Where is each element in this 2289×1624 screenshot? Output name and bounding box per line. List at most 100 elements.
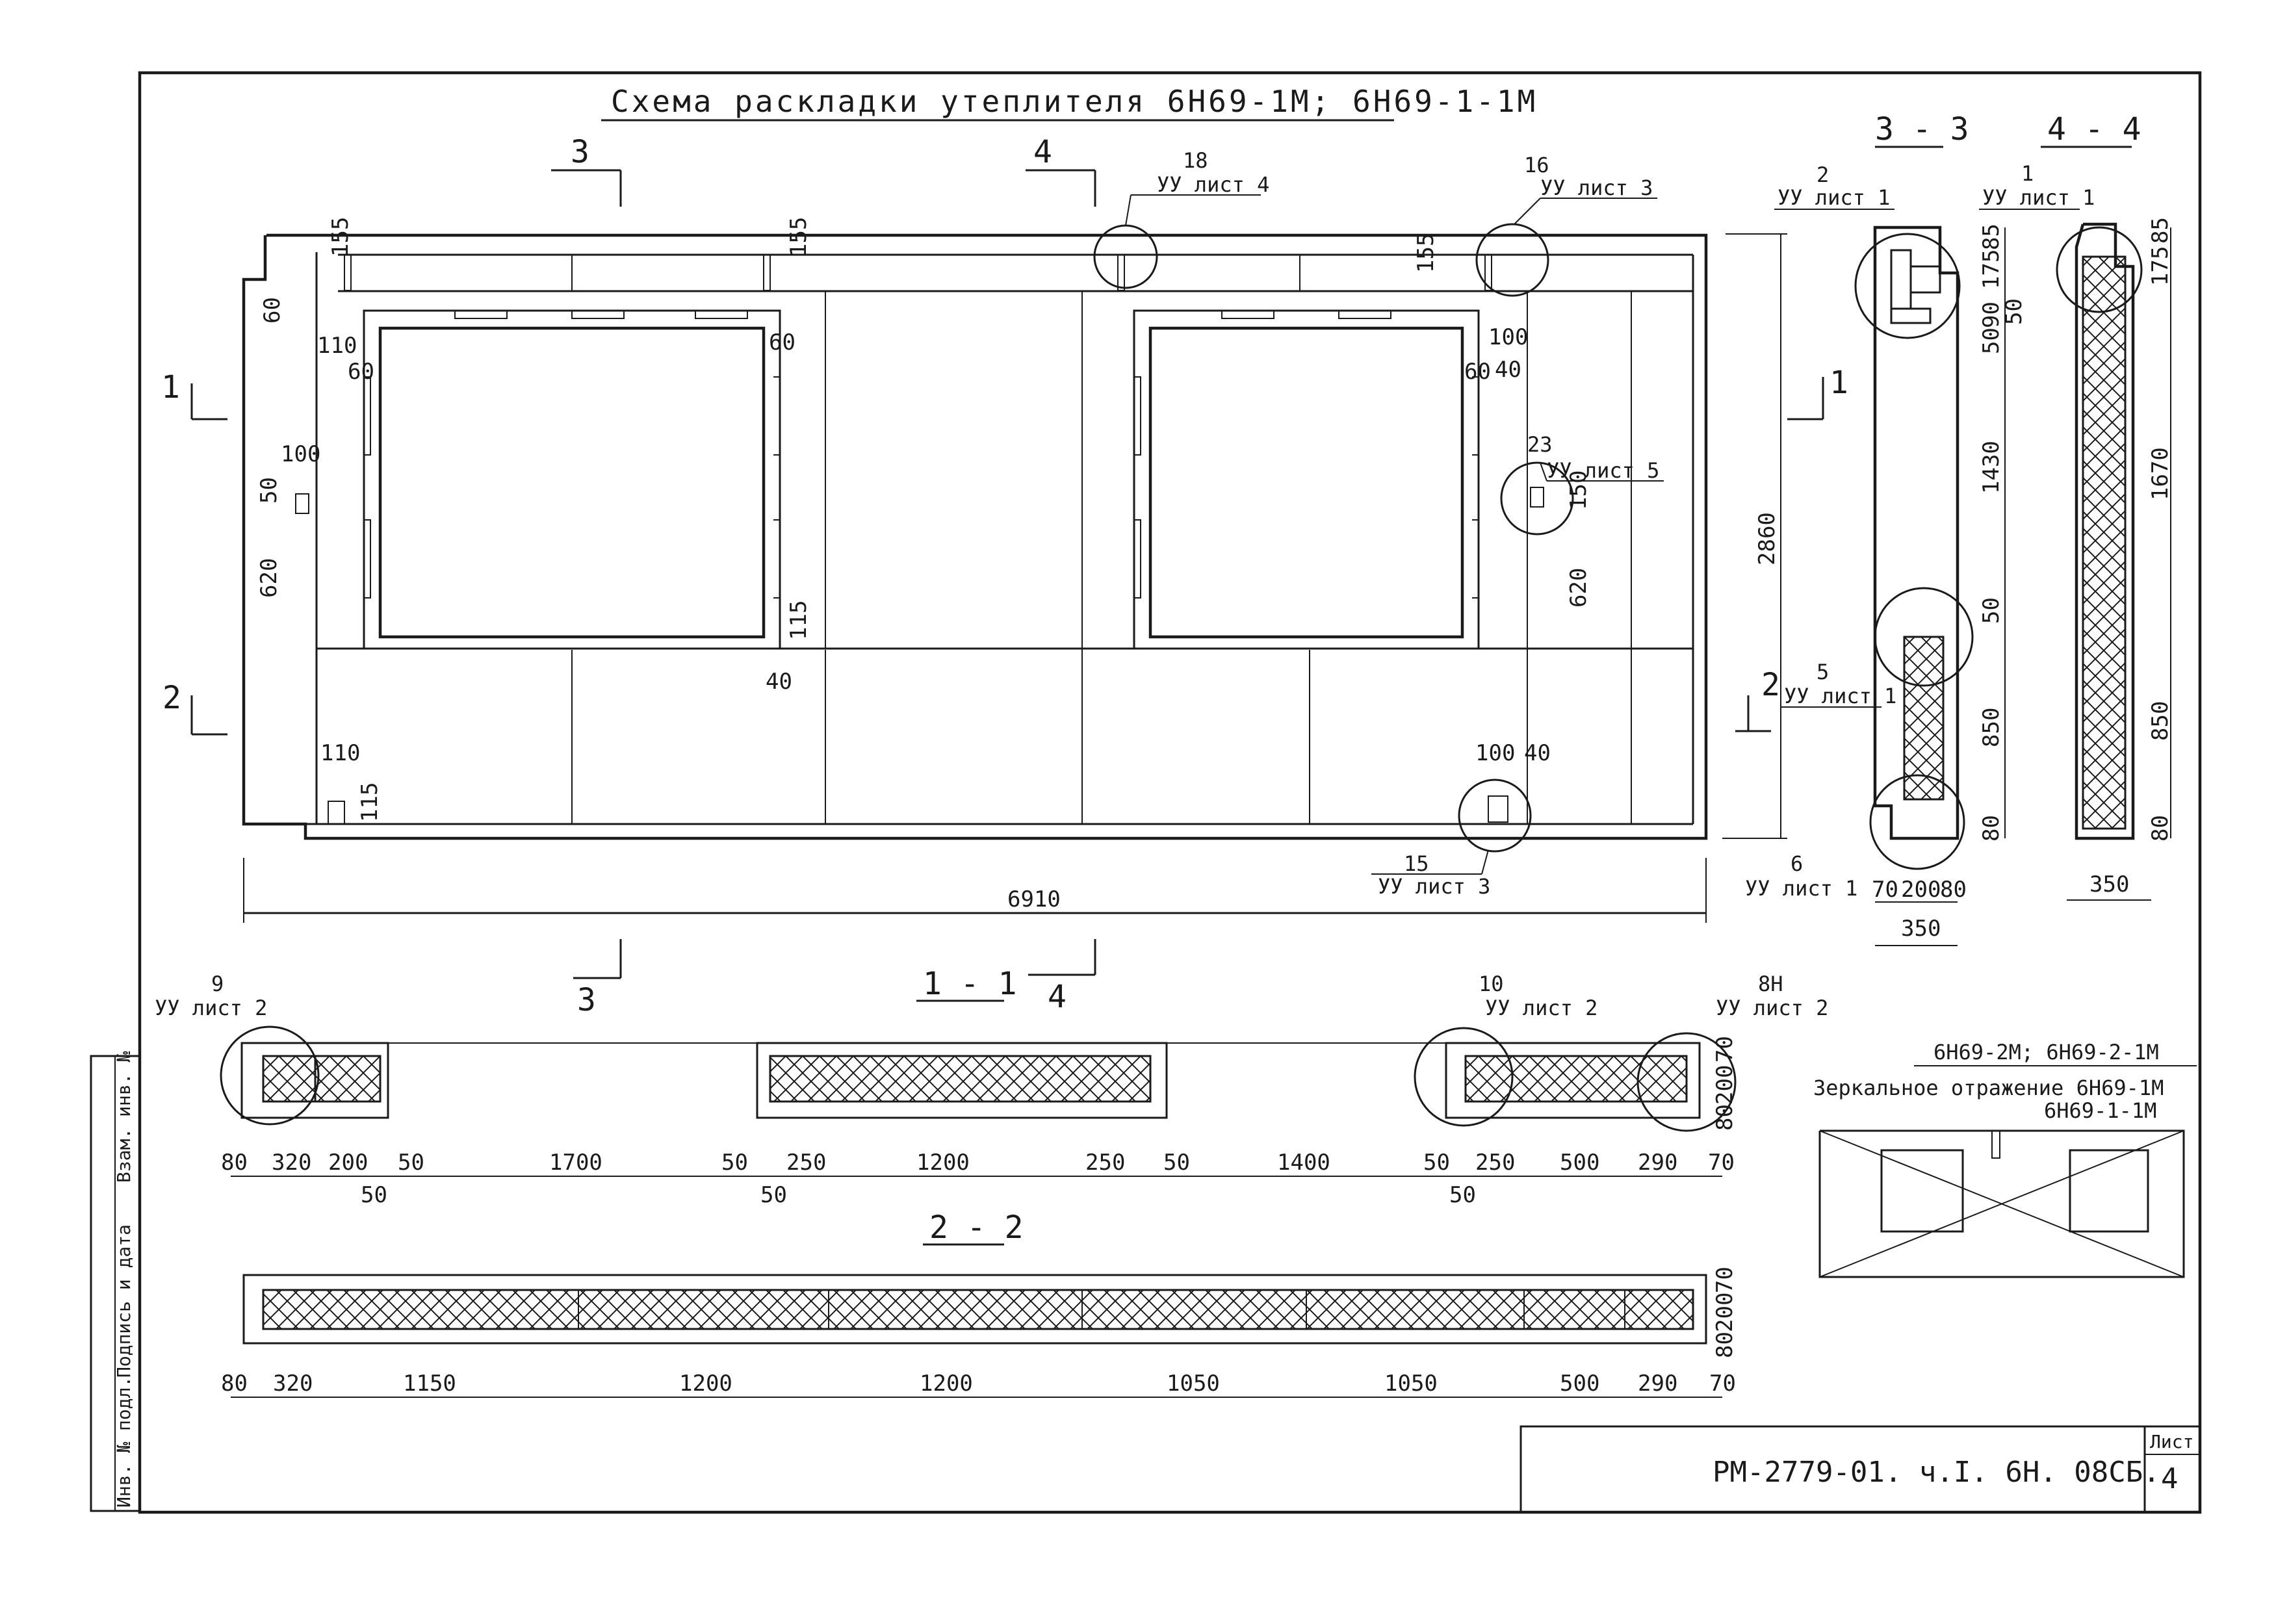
- node-6-num: 6: [1791, 851, 1803, 876]
- s22-d0: 80: [221, 1371, 248, 1397]
- dim-60d: 60: [1464, 359, 1491, 385]
- s33-w200: 200: [1901, 877, 1941, 903]
- s44-850: 850: [2147, 701, 2173, 741]
- cut-2-right: 2: [1761, 667, 1780, 703]
- plan-dimensions: 6910 155 155 155 60 110 60 60 60 100 40 …: [243, 217, 1707, 923]
- s22-d1: 320: [273, 1371, 313, 1397]
- s33-175: 175: [1978, 250, 2004, 289]
- section-3-3: 3 - 3 2860 85 175 90 50 50 1430 50 850 8…: [1722, 111, 2027, 946]
- cut-1-right: 1: [1830, 365, 1848, 401]
- cut-3-top: 3: [571, 134, 589, 170]
- dim-100c: 100: [1475, 740, 1515, 766]
- s22-d4: 1200: [920, 1371, 973, 1397]
- node-10-ref: УУ лист 2: [1485, 996, 1597, 1020]
- cut-4-bottom: 4: [1048, 979, 1067, 1015]
- dim-115b: 115: [357, 782, 383, 822]
- cut-1-left: 1: [161, 369, 180, 406]
- s11-d5: 50: [721, 1150, 748, 1176]
- section-2-2: 2 - 2 80 320 1150 1200 1200 1050 1050 50…: [221, 1209, 1738, 1398]
- s11-d14: 290: [1638, 1150, 1677, 1176]
- dim-155a: 155: [328, 217, 354, 257]
- s22-v80: 80: [1712, 1332, 1738, 1358]
- plan-view: [242, 223, 1708, 853]
- cut-3-bottom: 3: [577, 982, 596, 1018]
- node-23-num: 23: [1527, 432, 1553, 457]
- mirror-line2: Зеркальное отражение 6Н69-1М: [1813, 1076, 2164, 1100]
- section-3-3-label: 3 - 3: [1875, 111, 1969, 148]
- stamp-repl: Взам. инв. №: [113, 1051, 135, 1183]
- mirror-line3: 6Н69-1-1М: [2044, 1098, 2156, 1123]
- dim-150: 150: [1566, 470, 1592, 510]
- dim-110b: 110: [320, 740, 360, 766]
- node-2-num: 2: [1817, 162, 1829, 187]
- s11-d12: 250: [1475, 1150, 1515, 1176]
- cut-2-left: 2: [162, 680, 181, 716]
- s11-d11: 50: [1423, 1150, 1450, 1176]
- dim-60b: 60: [348, 359, 374, 385]
- s44-85: 85: [2147, 217, 2173, 244]
- section-cut-markers: 3 4 3 4 1 2 1 2: [161, 134, 1848, 1018]
- s22-d5: 1050: [1167, 1371, 1220, 1397]
- node-8n-num: 8Н: [1758, 972, 1783, 996]
- stamp-inv: Инв. № подл.: [113, 1376, 135, 1508]
- s11-v70: 70: [1712, 1036, 1738, 1063]
- s33-90: 90: [1978, 302, 2004, 328]
- node-6-ref: УУ лист 1: [1745, 876, 1857, 901]
- dim-620a: 620: [256, 558, 282, 598]
- node-5-ref: УУ лист 1: [1784, 684, 1896, 708]
- drawing-title: Схема раскладки утеплителя 6Н69-1М; 6Н69…: [611, 84, 1538, 119]
- s33-50a: 50: [2001, 298, 2027, 325]
- mirror-line1: 6Н69-2М; 6Н69-2-1М: [1933, 1040, 2159, 1064]
- s11-d1: 320: [272, 1150, 311, 1176]
- s11-d10: 1400: [1277, 1150, 1330, 1176]
- node-23-ref: УУ лист 5: [1547, 458, 1659, 483]
- node-18-ref: УУ лист 4: [1157, 172, 1269, 197]
- dim-155b: 155: [786, 217, 812, 257]
- dim-overall: 6910: [1007, 886, 1061, 912]
- s11-d0: 80: [221, 1150, 248, 1176]
- s22-v200: 200: [1712, 1293, 1738, 1332]
- sheet-label: Лист: [2150, 1431, 2193, 1452]
- mirror-scheme: 6Н69-2М; 6Н69-2-1М Зеркальное отражение …: [1813, 1040, 2197, 1278]
- s33-height: 2860: [1754, 512, 1780, 565]
- s44-1670: 1670: [2147, 447, 2173, 500]
- node-15-num: 15: [1404, 851, 1429, 876]
- node-9-num: 9: [211, 972, 224, 996]
- node-18-num: 18: [1183, 148, 1208, 173]
- s22-d7: 500: [1560, 1371, 1599, 1397]
- s11-d8: 250: [1085, 1150, 1125, 1176]
- node-16-ref: УУ лист 3: [1540, 175, 1653, 200]
- doc-code: РМ-2779-01. ч.I. 6Н. 08СБ.: [1713, 1456, 2160, 1489]
- dim-40b: 40: [766, 669, 792, 695]
- s22-d8: 290: [1638, 1371, 1677, 1397]
- s11-d7: 1200: [916, 1150, 970, 1176]
- s11-d3: 50: [398, 1150, 424, 1176]
- node-15-ref: УУ лист 3: [1378, 874, 1490, 899]
- s33-w70: 70: [1872, 877, 1898, 903]
- s11-d6: 250: [786, 1150, 826, 1176]
- s44-80: 80: [2147, 815, 2173, 842]
- plan-callouts: 18 УУ лист 4 16 УУ лист 3 23 УУ лист 5 1…: [1125, 148, 1664, 899]
- s33-80: 80: [1978, 815, 2004, 842]
- section-1-1: 1 - 1 9 УУ лист 2 10 УУ лист 2 8Н УУ лис…: [155, 966, 1828, 1208]
- s11-v200: 200: [1712, 1065, 1738, 1105]
- s11-sub1: 50: [760, 1182, 787, 1208]
- s33-85: 85: [1978, 224, 2004, 250]
- dim-60c: 60: [769, 329, 795, 355]
- s11-v80: 80: [1712, 1104, 1738, 1131]
- dim-40c: 40: [1524, 740, 1551, 766]
- s22-v70: 70: [1712, 1267, 1738, 1293]
- node-9-ref: УУ лист 2: [155, 996, 267, 1020]
- section-4-4: 4 - 4 85 175 1670 850 80 350 1 УУ лист 1: [1979, 111, 2173, 901]
- dim-620b: 620: [1566, 568, 1592, 608]
- dim-100a: 100: [1488, 324, 1528, 350]
- node-10-num: 10: [1479, 972, 1504, 996]
- s33-850: 850: [1978, 708, 2004, 747]
- section-4-4-label: 4 - 4: [2047, 111, 2141, 148]
- title-block: РМ-2779-01. ч.I. 6Н. 08СБ. Лист 4: [1520, 1425, 2201, 1514]
- s33-w80: 80: [1940, 877, 1967, 903]
- s44-total: 350: [2089, 871, 2129, 897]
- s11-d2: 200: [328, 1150, 368, 1176]
